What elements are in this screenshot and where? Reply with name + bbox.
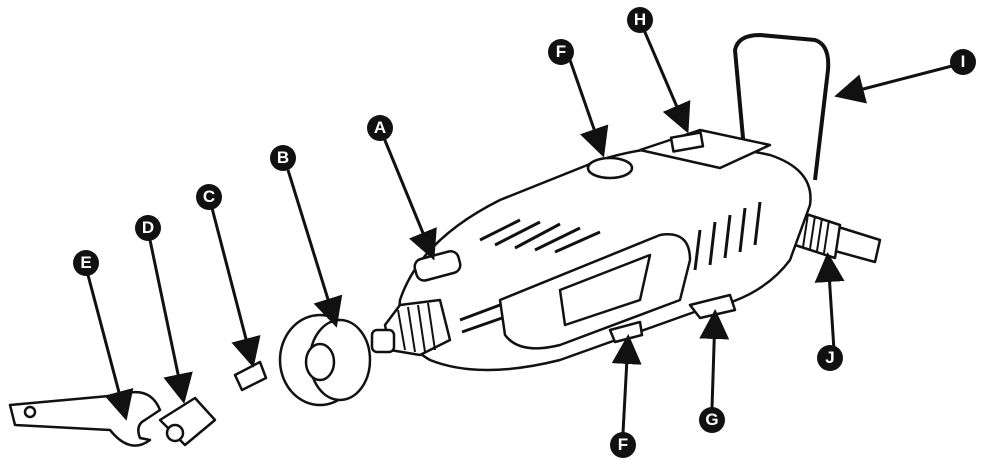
speed-dial (586, 156, 634, 180)
callout-e: E (73, 250, 99, 276)
hanger-bracket (733, 33, 831, 181)
callout-b: B (270, 145, 296, 171)
callout-f-top: F (548, 39, 574, 65)
spindle (370, 328, 396, 354)
wrench (8, 390, 162, 447)
callout-c: C (196, 184, 222, 210)
callout-g: G (699, 407, 725, 433)
callout-f-bottom: F (610, 432, 636, 458)
callout-i: I (950, 49, 976, 75)
callout-d: D (135, 215, 161, 241)
window-vent (558, 253, 652, 327)
callout-a: A (367, 115, 393, 141)
callout-h: H (627, 7, 653, 33)
callout-j: J (817, 345, 843, 371)
collet (233, 360, 268, 392)
